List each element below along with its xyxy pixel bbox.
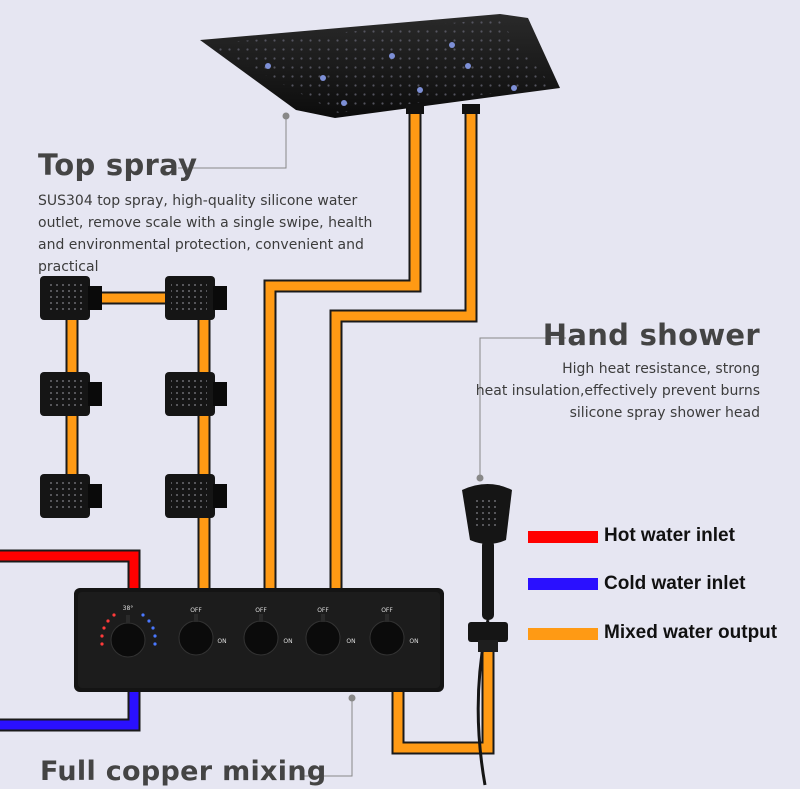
diverter-knob-3[interactable] [305, 614, 341, 656]
valve-2-on-label: ON [283, 638, 292, 645]
cold-water-label: Cold water inlet [604, 573, 746, 594]
mixed-water-label: Mixed water output [604, 622, 778, 643]
thermostat-scale-icon [100, 613, 157, 646]
hand-shower-desc-line-3: silicone spray shower head [569, 405, 760, 421]
hand-shower-desc-line-2: heat insulation,effectively prevent burn… [475, 383, 760, 399]
diverter-knob-1[interactable] [178, 614, 214, 656]
body-jet-icon [40, 372, 102, 416]
cold-water-pipe [0, 690, 141, 732]
valve-1-off-label: OFF [190, 607, 202, 614]
top-spray-desc-line-3: and environmental protection, convenient… [38, 237, 364, 275]
top-spray-leader [178, 112, 290, 169]
top-spray-head-icon [200, 14, 560, 118]
hot-water-swatch [528, 531, 598, 543]
thermostat-knob[interactable] [110, 615, 146, 658]
body-jet-icon [40, 474, 102, 518]
valve-3-on-label: ON [346, 638, 355, 645]
body-jet-icon [165, 276, 227, 320]
temperature-label: 38° [123, 605, 134, 612]
top-spray-description: SUS304 top spray, high-quality silicone … [38, 190, 418, 278]
valve-4-off-label: OFF [381, 607, 393, 614]
valve-4-on-label: ON [409, 638, 418, 645]
mixer-leader [300, 694, 356, 777]
hand-shower-title: Hand shower [542, 318, 760, 352]
mixer-title: Full copper mixing [40, 756, 327, 787]
hand-shower-desc-line-1: High heat resistance, strong [562, 361, 760, 377]
valve-1-on-label: ON [217, 638, 226, 645]
valve-2-off-label: OFF [255, 607, 267, 614]
diverter-knob-4[interactable] [369, 614, 405, 656]
hot-water-label: Hot water inlet [604, 525, 735, 546]
top-spray-desc-line-2: outlet, remove scale with a single swipe… [38, 215, 373, 231]
body-jet-icon [165, 372, 227, 416]
body-jet-icon [40, 276, 102, 320]
hand-shower-description: High heat resistance, strong heat insula… [440, 358, 760, 424]
hand-shower-holder-icon [468, 622, 508, 652]
top-spray-desc-line-1: SUS304 top spray, high-quality silicone … [38, 193, 358, 209]
valve-3-off-label: OFF [317, 607, 329, 614]
hand-shower-leader [476, 337, 566, 482]
diverter-knob-2[interactable] [243, 614, 279, 656]
mixed-water-swatch [528, 628, 598, 640]
hand-shower-icon [462, 484, 512, 786]
hot-water-pipe [0, 549, 141, 590]
body-jet-icon [165, 474, 227, 518]
cold-water-swatch [528, 578, 598, 590]
top-spray-title: Top spray [38, 148, 198, 182]
